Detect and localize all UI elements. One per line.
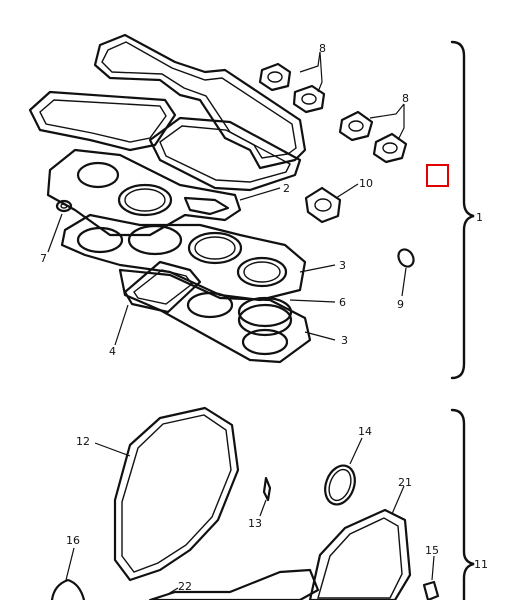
label-16: 16 bbox=[66, 534, 80, 547]
small-washer bbox=[55, 199, 73, 213]
cylinder-head-gasket-upper bbox=[46, 148, 242, 237]
label-11: 11 bbox=[474, 558, 488, 571]
square-flange bbox=[304, 186, 342, 224]
cylinder-head-gasket-3-upper bbox=[60, 213, 307, 302]
leader-lines-upper bbox=[47, 51, 407, 346]
callout-labels: 1 2 3 3 4 6 7 8 8 9 10 11 12 13 14 15 16… bbox=[40, 42, 488, 593]
round-seal bbox=[324, 464, 356, 506]
label-15: 15 bbox=[425, 544, 439, 557]
flange-fitting-right bbox=[338, 110, 408, 164]
label-21: 21 bbox=[398, 476, 412, 489]
grommet bbox=[397, 248, 415, 268]
brace-group-11 bbox=[450, 408, 475, 600]
dowel-pin bbox=[262, 476, 272, 502]
cylinder-head-gasket-3-lower bbox=[118, 268, 312, 364]
o-ring-16 bbox=[50, 578, 86, 600]
drain-plug bbox=[422, 580, 440, 600]
small-rect-gasket bbox=[123, 260, 202, 314]
label-13: 13 bbox=[248, 517, 262, 530]
generator-cover-gasket bbox=[308, 508, 412, 600]
label-14: 14 bbox=[358, 425, 372, 438]
label-8-right: 8 bbox=[402, 92, 409, 105]
label-6: 6 bbox=[339, 296, 346, 309]
head-cover-gasket bbox=[93, 33, 307, 170]
head-cover-inner-gasket bbox=[28, 90, 302, 192]
label-3-lower: 3 bbox=[341, 334, 348, 347]
label-10: 10 bbox=[359, 177, 373, 190]
flange-fitting-left bbox=[258, 62, 326, 114]
label-2: 2 bbox=[283, 182, 290, 195]
label-8-left: 8 bbox=[319, 42, 326, 55]
label-12: 12 bbox=[76, 435, 90, 448]
leader-lines-lower bbox=[65, 437, 435, 595]
label-7: 7 bbox=[40, 252, 47, 265]
highlight-marker bbox=[426, 164, 449, 187]
brace-group-1 bbox=[450, 40, 475, 380]
label-3-upper: 3 bbox=[339, 259, 346, 272]
oil-pan-gasket bbox=[148, 568, 320, 600]
label-9: 9 bbox=[397, 298, 404, 311]
o-ring bbox=[237, 296, 293, 328]
crankcase-cover-gasket bbox=[113, 406, 240, 582]
label-4: 4 bbox=[109, 345, 116, 358]
label-1: 1 bbox=[476, 211, 483, 224]
label-22: 22 bbox=[178, 580, 192, 593]
